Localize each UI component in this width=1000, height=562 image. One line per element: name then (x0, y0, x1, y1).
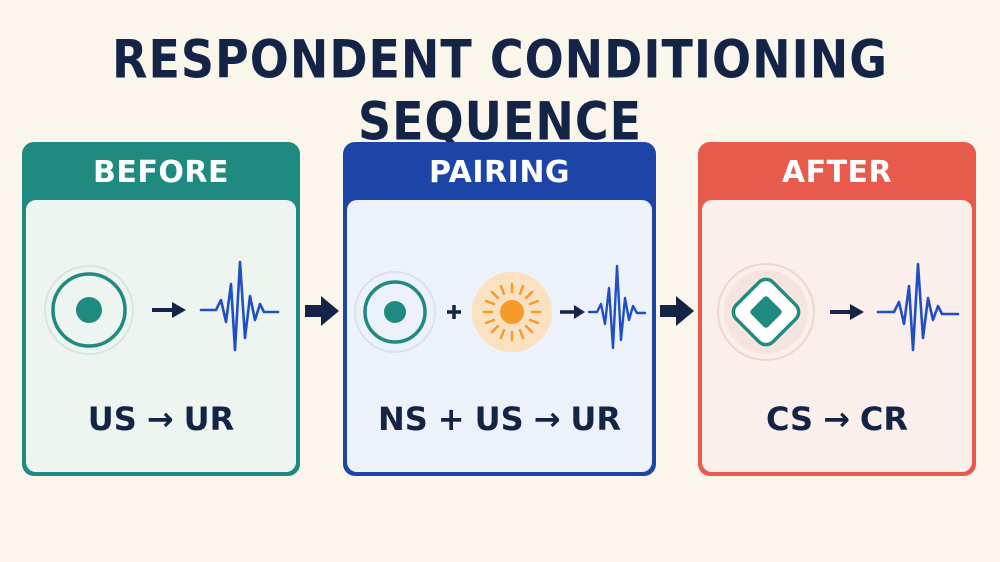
arrow-right-icon (560, 305, 585, 319)
pairing-icons (354, 264, 647, 353)
formula-arrow: → (533, 400, 561, 438)
after-panel-body: CS→CR (702, 200, 972, 472)
formula-us: US (87, 400, 137, 438)
formula-ns: NS (377, 400, 428, 438)
arrow-right-icon (305, 296, 339, 326)
before-panel: BEFORE US→UR (22, 142, 300, 476)
before-formula: US→UR (26, 400, 296, 438)
after-formula: CS→CR (702, 400, 972, 438)
before-header: BEFORE (93, 154, 229, 190)
response-wave-icon (876, 262, 960, 352)
pairing-panel-body: NS+US→UR (347, 200, 652, 472)
arrow-right-icon (830, 304, 864, 320)
after-header: AFTER (781, 154, 893, 190)
formula-ur: UR (183, 400, 235, 438)
response-wave-icon (587, 264, 647, 350)
formula-arrow: → (823, 400, 850, 438)
target-circle-icon (44, 265, 134, 355)
formula-ur: UR (570, 400, 622, 438)
formula-plus: + (437, 400, 465, 438)
diamond-badge-icon (717, 263, 815, 361)
pairing-formula: NS+US→UR (347, 400, 652, 438)
arrow-right-icon (152, 302, 186, 318)
response-wave-icon (199, 260, 280, 352)
arrow-right-icon (660, 296, 694, 326)
sun-icon (472, 272, 552, 352)
pairing-header: PAIRING (428, 154, 571, 190)
before-icons (44, 260, 280, 355)
pairing-panel: PAIRING (343, 142, 656, 476)
formula-cs: CS (765, 400, 814, 438)
after-panel: AFTER CS→CR (698, 142, 976, 476)
after-icons (717, 262, 960, 361)
formula-us: US (474, 400, 524, 438)
formula-arrow: → (146, 400, 174, 438)
before-panel-body: US→UR (26, 200, 296, 472)
plus-icon (447, 305, 461, 319)
target-circle-icon (354, 271, 436, 353)
page-title: RESPONDENT CONDITIONING SEQUENCE (112, 27, 888, 153)
formula-cr: CR (859, 400, 909, 438)
